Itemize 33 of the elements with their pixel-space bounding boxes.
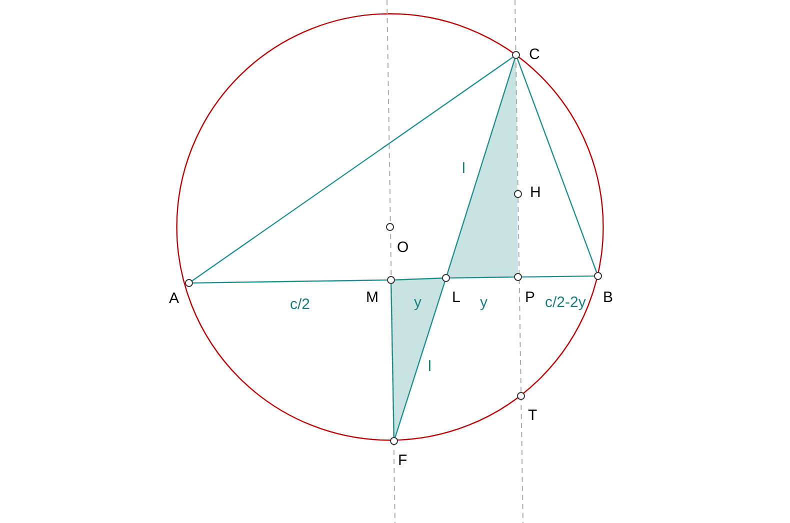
point-marker [514, 190, 522, 198]
edge-label: c/2-2y [545, 295, 586, 310]
point-label: B [603, 290, 614, 305]
edge-label: c/2 [290, 297, 310, 312]
line-segment [193, 279, 387, 284]
point-label: T [528, 408, 538, 423]
line-segment [450, 276, 514, 279]
line-segment [394, 278, 442, 280]
point-label: H [530, 185, 541, 200]
line-segment [390, 284, 395, 438]
point-marker [386, 223, 394, 231]
point-marker [514, 273, 522, 281]
edge-label: l [462, 161, 466, 176]
point-marker [387, 276, 395, 284]
edge-label: y [414, 295, 422, 310]
point-marker [185, 279, 193, 287]
point-label: A [169, 291, 180, 306]
edge-label: y [480, 295, 488, 310]
point-label: F [398, 453, 408, 468]
point-marker [390, 437, 398, 445]
point-marker [512, 51, 520, 59]
line-segment [522, 275, 594, 278]
line-segment [516, 58, 598, 272]
point-marker [517, 392, 525, 400]
point-marker [594, 272, 602, 280]
point-label: M [366, 290, 378, 305]
point-label: P [525, 290, 536, 305]
point-marker [442, 274, 450, 282]
point-label: O [397, 240, 409, 255]
point-label: C [529, 47, 540, 62]
point-label: L [452, 290, 460, 305]
edge-label: l [428, 359, 432, 374]
line-segment [192, 56, 514, 282]
